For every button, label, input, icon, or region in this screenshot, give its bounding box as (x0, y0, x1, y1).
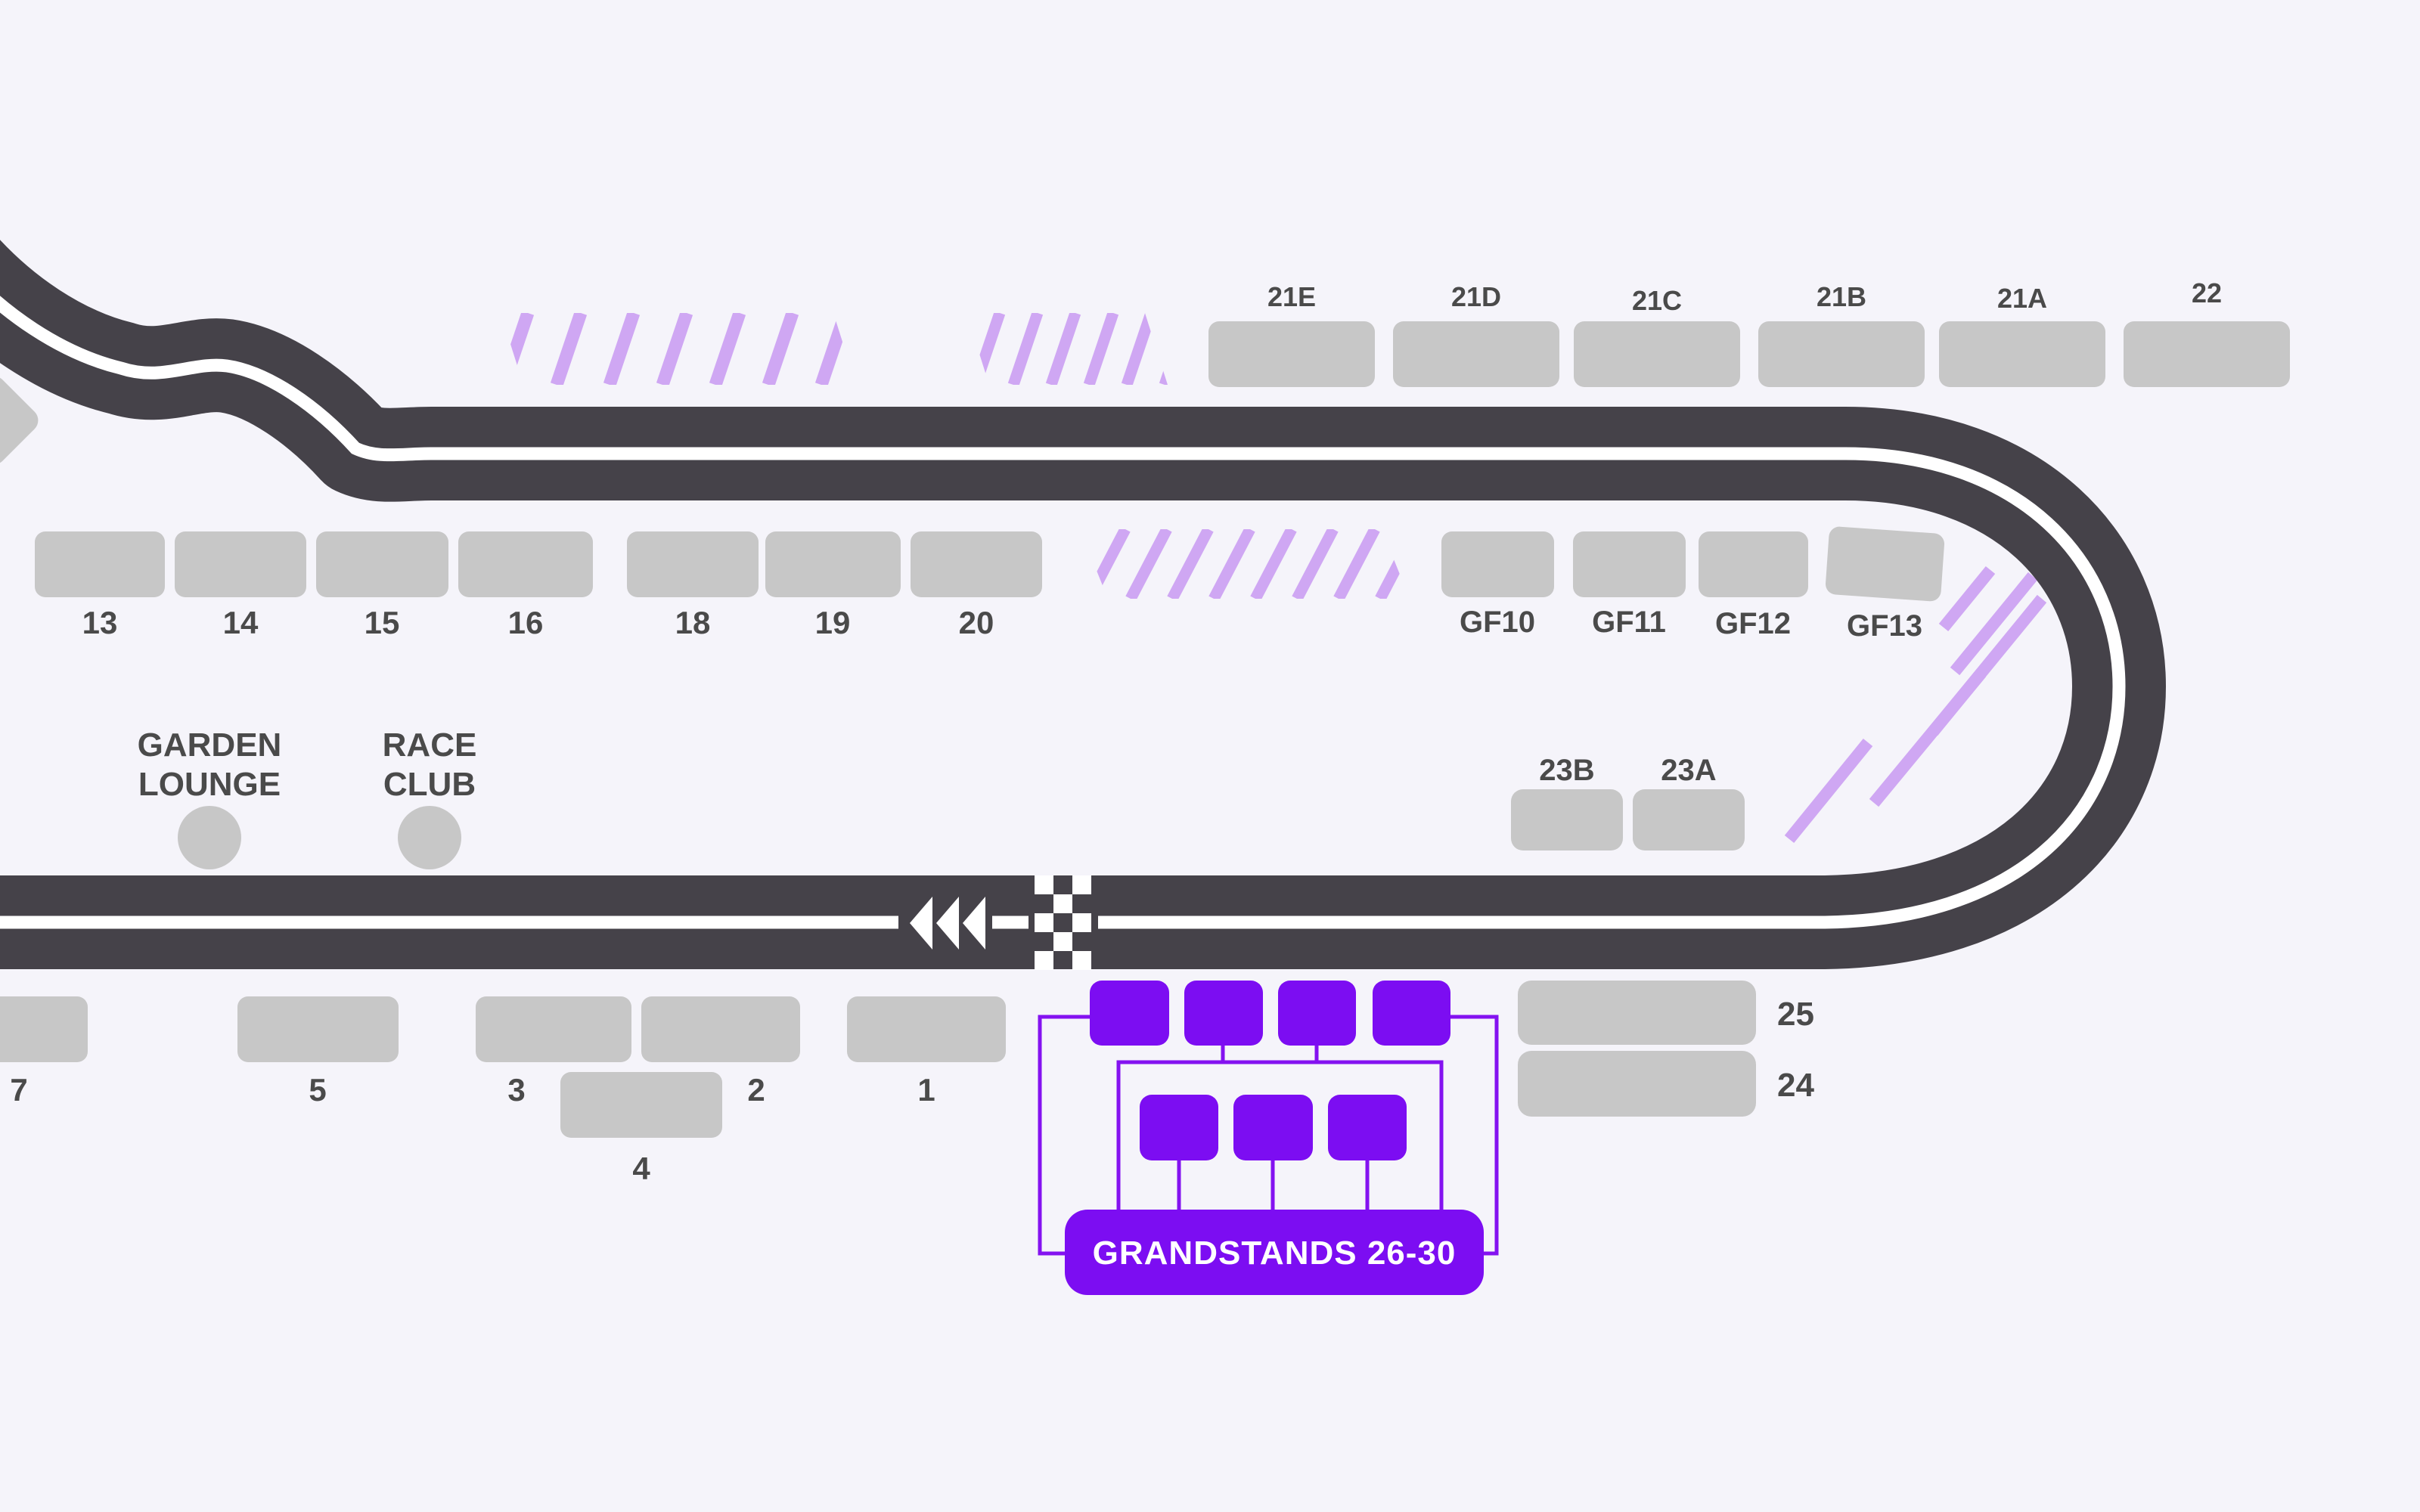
garden-lounge-label-line1: GARDEN (138, 727, 282, 764)
stand-GF12-label: GF12 (1715, 607, 1791, 640)
stand-18[interactable] (627, 531, 759, 597)
stand-16-label: 16 (508, 605, 544, 640)
race-club-label-line2: CLUB (383, 766, 476, 803)
stand-15-label: 15 (365, 605, 400, 640)
garden-lounge-marker[interactable] (178, 806, 241, 869)
stand-20-label: 20 (959, 605, 994, 640)
stand-21A-label: 21A (1997, 283, 2047, 314)
grandstand-row-bottom (0, 996, 1006, 1138)
stand-7[interactable] (0, 996, 88, 1062)
stand-18-label: 18 (675, 605, 711, 640)
stand-GF10[interactable] (1441, 531, 1554, 597)
stand-26[interactable] (1090, 981, 1169, 1046)
stand-22-label: 22 (2192, 277, 2222, 308)
stand-21E[interactable] (1208, 321, 1375, 387)
garden-lounge-label-line2: LOUNGE (138, 766, 281, 803)
stand-24-label: 24 (1777, 1067, 1814, 1104)
finish-line-icon (1035, 875, 1091, 970)
stand-13-label: 13 (82, 605, 118, 640)
stand-27[interactable] (1184, 981, 1263, 1046)
stand-GF13-label: GF13 (1847, 609, 1922, 643)
stand-25[interactable] (1518, 981, 1756, 1045)
grandstand-row-23 (1511, 789, 1745, 850)
stand-2[interactable] (641, 996, 800, 1062)
stand-28[interactable] (1278, 981, 1356, 1046)
stand-21C[interactable] (1574, 321, 1740, 387)
stand-3[interactable] (476, 996, 631, 1062)
direction-arrows-icon (910, 897, 985, 950)
stand-19[interactable] (765, 531, 901, 597)
race-club-label-line1: RACE (383, 727, 477, 764)
stand-14[interactable] (175, 531, 306, 597)
stand-19-label: 19 (815, 605, 851, 640)
stand-5[interactable] (237, 996, 399, 1062)
track-centerline (0, 296, 2126, 929)
stand-13[interactable] (35, 531, 165, 597)
stand-30b[interactable] (1233, 1095, 1313, 1160)
stand-30a[interactable] (1140, 1095, 1218, 1160)
stand-GF12[interactable] (1699, 531, 1808, 597)
hatch-zone-infield (1084, 529, 1410, 599)
highlight-label-text: GRANDSTANDS 26-30 (1093, 1235, 1457, 1272)
grandstand-row-side (1518, 981, 1756, 1117)
stand-23A[interactable] (1633, 789, 1745, 850)
stand-21E-label: 21E (1267, 281, 1316, 312)
grandstand-row-13-20 (35, 531, 1042, 597)
race-club-marker[interactable] (398, 806, 461, 869)
stand-23B-label: 23B (1539, 754, 1594, 787)
stand-2-label: 2 (747, 1072, 765, 1108)
stand-7-label: 7 (10, 1072, 27, 1108)
stand-5-label: 5 (309, 1072, 326, 1108)
stand-21B-label: 21B (1817, 281, 1866, 312)
stand-16[interactable] (458, 531, 593, 597)
hatch-zone-hairpin (1784, 565, 2047, 844)
stand-24[interactable] (1518, 1051, 1756, 1117)
stand-23A-label: 23A (1661, 754, 1716, 787)
stand-1[interactable] (847, 996, 1006, 1062)
stand-20[interactable] (911, 531, 1042, 597)
pit-marker-icon (0, 376, 39, 465)
stand-21B[interactable] (1758, 321, 1925, 387)
stand-3-label: 3 (507, 1072, 525, 1108)
highlight-connectors (1038, 1015, 1499, 1256)
stand-30c[interactable] (1328, 1095, 1407, 1160)
stand-1-label: 1 (917, 1072, 935, 1108)
stand-GF13[interactable] (1825, 526, 1945, 602)
grandstand-row-21 (1208, 321, 2290, 387)
stand-4-label: 4 (632, 1151, 650, 1186)
stand-21C-label: 21C (1632, 285, 1682, 316)
stand-GF11-label: GF11 (1592, 606, 1666, 639)
stand-GF11[interactable] (1573, 531, 1686, 597)
highlight-blocks (1090, 981, 1450, 1160)
grandstand-row-gf (1441, 526, 1945, 602)
stand-15[interactable] (316, 531, 448, 597)
stand-29[interactable] (1373, 981, 1450, 1046)
highlight-label-badge[interactable]: GRANDSTANDS 26-30 (1065, 1210, 1484, 1295)
stand-23B[interactable] (1511, 789, 1623, 850)
stand-21A[interactable] (1939, 321, 2105, 387)
stand-25-label: 25 (1777, 996, 1814, 1033)
stand-21D-label: 21D (1451, 281, 1501, 312)
stand-14-label: 14 (223, 605, 259, 640)
stand-22[interactable] (2124, 321, 2290, 387)
stand-4[interactable] (560, 1072, 722, 1138)
stand-GF10-label: GF10 (1460, 606, 1535, 639)
stand-21D[interactable] (1393, 321, 1559, 387)
